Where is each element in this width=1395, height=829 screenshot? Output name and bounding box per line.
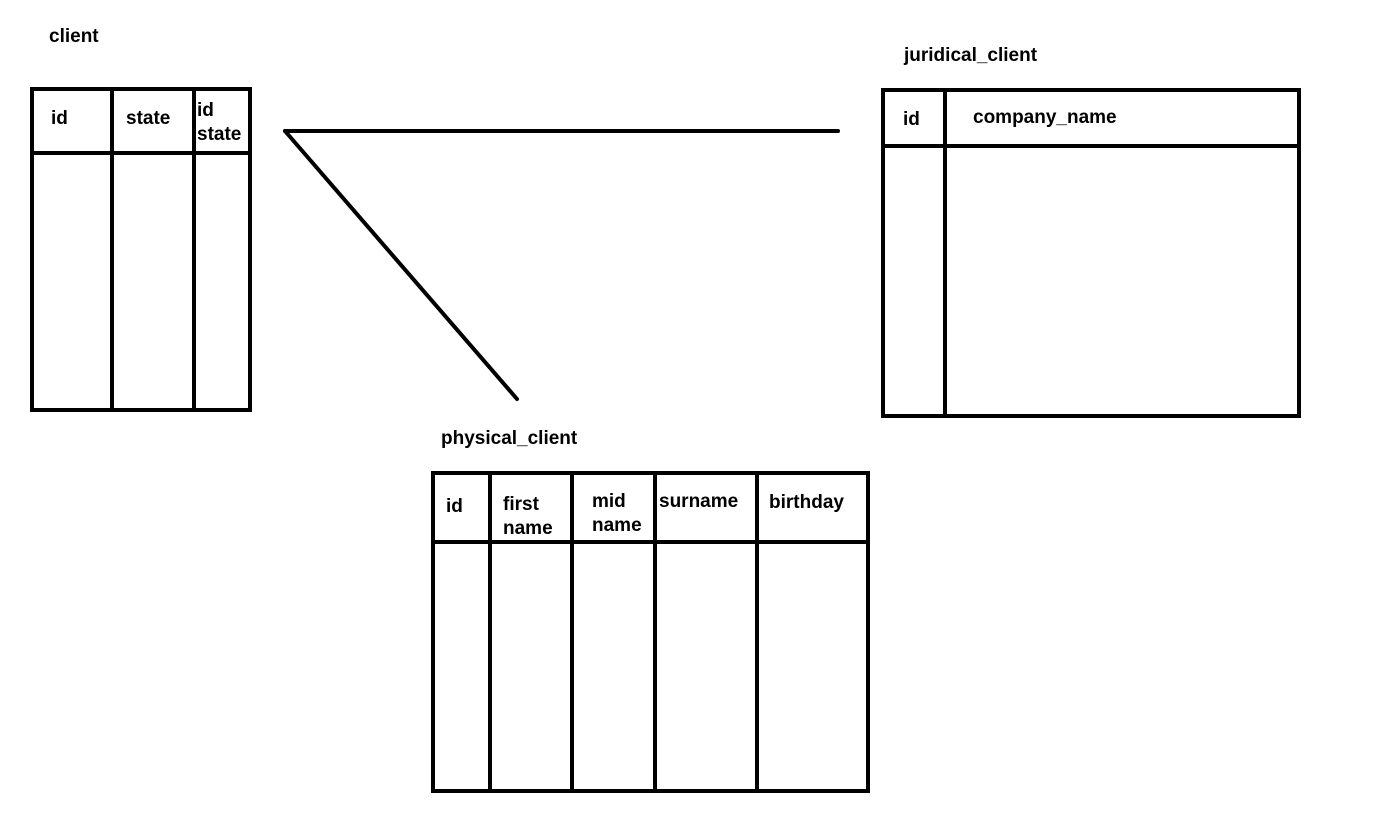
column-header-id: id (51, 108, 68, 129)
juridical-client-table-header (885, 92, 1297, 148)
column-divider (192, 91, 196, 408)
column-divider (653, 475, 657, 789)
physical-client-table-header (435, 475, 866, 544)
column-header-state: state (126, 108, 171, 129)
juridical-client-table: id company_name (881, 88, 1301, 418)
column-header-surname: surname (659, 491, 739, 512)
column-header-first-name: first name (503, 494, 553, 539)
client-table-header (34, 91, 248, 155)
physical-client-table: id first name mid name surname birthday (431, 471, 870, 793)
column-divider (943, 92, 947, 414)
column-header-id: id (903, 109, 920, 130)
juridical-client-table-title: juridical_client (904, 45, 1038, 66)
column-divider (755, 475, 759, 789)
column-header-id-state: id state (197, 100, 242, 145)
client-table: id state id state (30, 87, 252, 412)
column-header-birthday: birthday (769, 492, 844, 513)
physical-client-table-title: physical_client (441, 428, 578, 449)
column-divider (488, 475, 492, 789)
client-to-physical-line (283, 129, 519, 401)
column-header-company-name: company_name (973, 107, 1117, 128)
column-header-id: id (446, 496, 463, 517)
column-header-mid-name: mid name (592, 491, 642, 536)
column-divider (110, 91, 114, 408)
column-divider (570, 475, 574, 789)
client-table-title: client (49, 26, 99, 47)
